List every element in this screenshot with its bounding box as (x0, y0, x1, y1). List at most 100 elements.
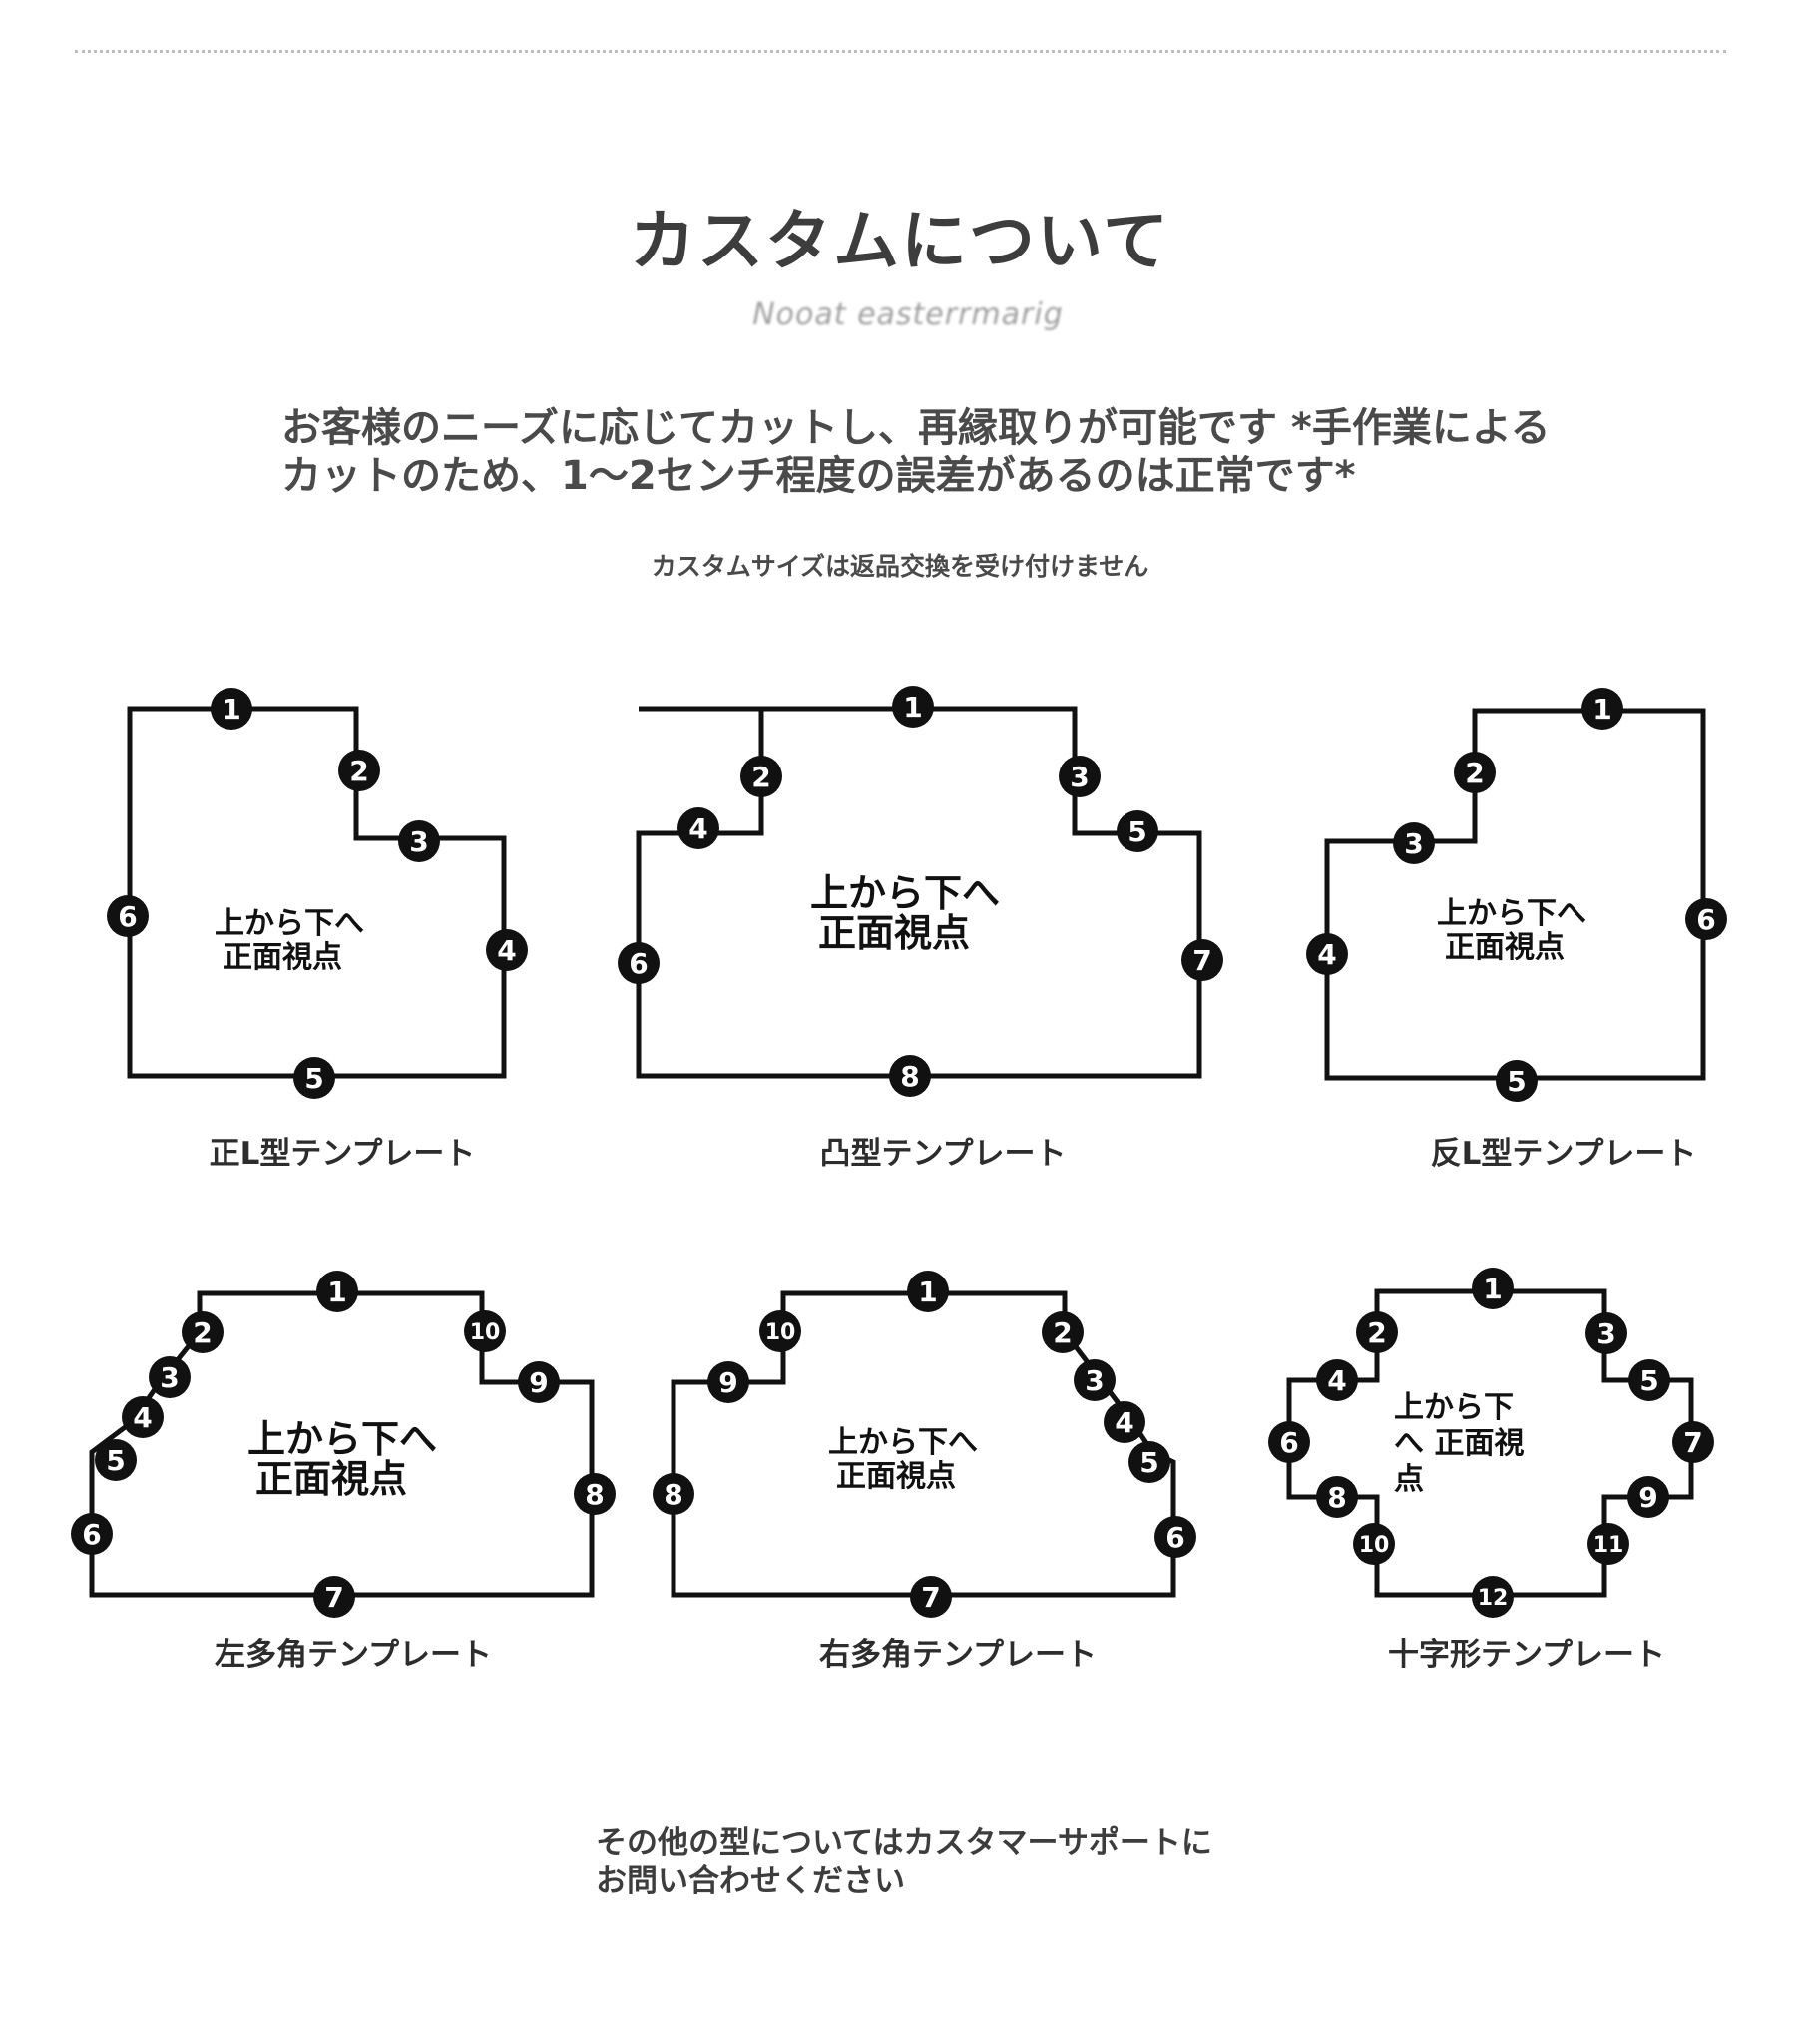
marker-circle (1585, 1312, 1627, 1354)
marker-circle (1117, 810, 1158, 852)
edge-marker: 5 (1496, 1060, 1538, 1102)
marker-circle (740, 756, 782, 797)
edge-marker: 2 (740, 756, 782, 797)
edge-marker: 1 (907, 1271, 949, 1312)
marker-number: 4 (1327, 1364, 1346, 1397)
center-label: 上から下へ正面視点 (215, 906, 364, 975)
edge-marker: 8 (889, 1055, 931, 1097)
marker-number: 8 (585, 1478, 604, 1511)
page-subtitle: Nooat easterrmarig (752, 297, 1064, 332)
marker-number: 5 (1139, 1446, 1158, 1479)
marker-circle (1685, 898, 1727, 940)
marker-number: 7 (1683, 1426, 1702, 1459)
edge-marker: 5 (95, 1439, 137, 1481)
marker-circle (122, 1396, 164, 1438)
marker-number: 5 (106, 1444, 125, 1477)
edge-marker: 4 (677, 807, 719, 849)
edge-marker: 1 (316, 1271, 358, 1312)
marker-number: 12 (1478, 1586, 1509, 1611)
marker-circle (759, 1310, 801, 1352)
marker-number: 3 (1070, 761, 1089, 793)
edge-marker: 2 (1356, 1311, 1398, 1353)
edge-marker: 5 (1628, 1359, 1670, 1401)
edge-marker: 3 (1074, 1359, 1116, 1401)
marker-number: 11 (1593, 1533, 1624, 1558)
marker-number: 1 (903, 691, 922, 724)
marker-number: 3 (1404, 827, 1423, 860)
marker-number: 5 (1639, 1364, 1658, 1397)
template-outline (1324, 708, 1706, 1081)
marker-number: 2 (349, 755, 368, 787)
marker-circle (1672, 1421, 1714, 1463)
edge-marker: 10 (759, 1310, 801, 1352)
marker-circle (910, 1576, 952, 1618)
template-outline (1286, 1288, 1694, 1598)
marker-circle (892, 686, 934, 728)
edge-marker: 1 (211, 688, 252, 730)
edge-marker: 6 (1268, 1421, 1310, 1463)
marker-number: 1 (327, 1276, 346, 1308)
edge-marker: 7 (1672, 1421, 1714, 1463)
marker-circle (1074, 1359, 1116, 1401)
edge-marker: 9 (707, 1361, 749, 1403)
center-label: 上から下へ正面視点 (810, 871, 1000, 955)
marker-number: 3 (409, 825, 428, 858)
marker-circle (518, 1361, 560, 1403)
marker-circle (1472, 1268, 1514, 1309)
edge-marker: 7 (313, 1576, 355, 1618)
marker-circle (486, 929, 528, 971)
marker-circle (464, 1310, 506, 1352)
marker-number: 5 (304, 1062, 323, 1095)
edge-marker: 9 (518, 1361, 560, 1403)
marker-circle (313, 1576, 355, 1618)
marker-number: 1 (1483, 1273, 1502, 1305)
marker-number: 4 (688, 812, 707, 845)
template-name: 凸型テンプレート (819, 1136, 1066, 1172)
marker-number: 2 (1053, 1316, 1072, 1349)
edge-marker: 9 (1627, 1476, 1669, 1518)
marker-circle (1316, 1359, 1358, 1401)
center-label: 上から下へ 正面視点 (1394, 1390, 1524, 1497)
marker-number: 4 (133, 1401, 152, 1434)
marker-circle (1104, 1401, 1145, 1443)
edge-marker: 4 (486, 929, 528, 971)
marker-number: 10 (470, 1320, 501, 1345)
edge-marker: 10 (464, 1310, 506, 1352)
edge-marker: 6 (1154, 1516, 1196, 1558)
return-note: カスタムサイズは返品交換を受け付けません (651, 552, 1149, 581)
marker-circle (1454, 752, 1496, 793)
edge-marker: 8 (1316, 1476, 1358, 1518)
marker-number: 4 (1317, 938, 1336, 971)
marker-circle (1268, 1421, 1310, 1463)
edge-marker: 5 (293, 1057, 335, 1099)
marker-number: 6 (1165, 1521, 1184, 1554)
marker-number: 3 (160, 1361, 179, 1394)
edge-marker: 5 (1117, 810, 1158, 852)
marker-number: 9 (718, 1366, 737, 1399)
template-name: 正L型テンプレート (210, 1136, 476, 1172)
edge-marker: 2 (338, 750, 380, 791)
template-name: 右多角テンプレート (819, 1637, 1097, 1673)
edge-marker: 4 (1104, 1401, 1145, 1443)
marker-number: 2 (193, 1316, 212, 1349)
marker-circle (1316, 1476, 1358, 1518)
marker-circle (1627, 1476, 1669, 1518)
marker-circle (1356, 1311, 1398, 1353)
footer-contact-text: その他の型についてはカスタマーサポートにお問い合わせください (596, 1825, 1212, 1899)
marker-circle (1306, 933, 1348, 975)
marker-number: 10 (765, 1320, 796, 1345)
edge-marker: 4 (1316, 1359, 1358, 1401)
template-name: 左多角テンプレート (215, 1637, 492, 1673)
center-label: 上から下へ正面視点 (828, 1425, 978, 1494)
marker-number: 10 (1359, 1533, 1390, 1558)
marker-number: 1 (918, 1276, 937, 1308)
center-label: 上から下へ正面視点 (247, 1417, 437, 1501)
description-text: お客様のニーズに応じてカットし、再縁取りが可能です *手作業によるカットのため、… (281, 405, 1551, 499)
marker-number: 9 (529, 1366, 548, 1399)
marker-number: 6 (1279, 1426, 1298, 1459)
marker-number: 6 (118, 900, 137, 933)
